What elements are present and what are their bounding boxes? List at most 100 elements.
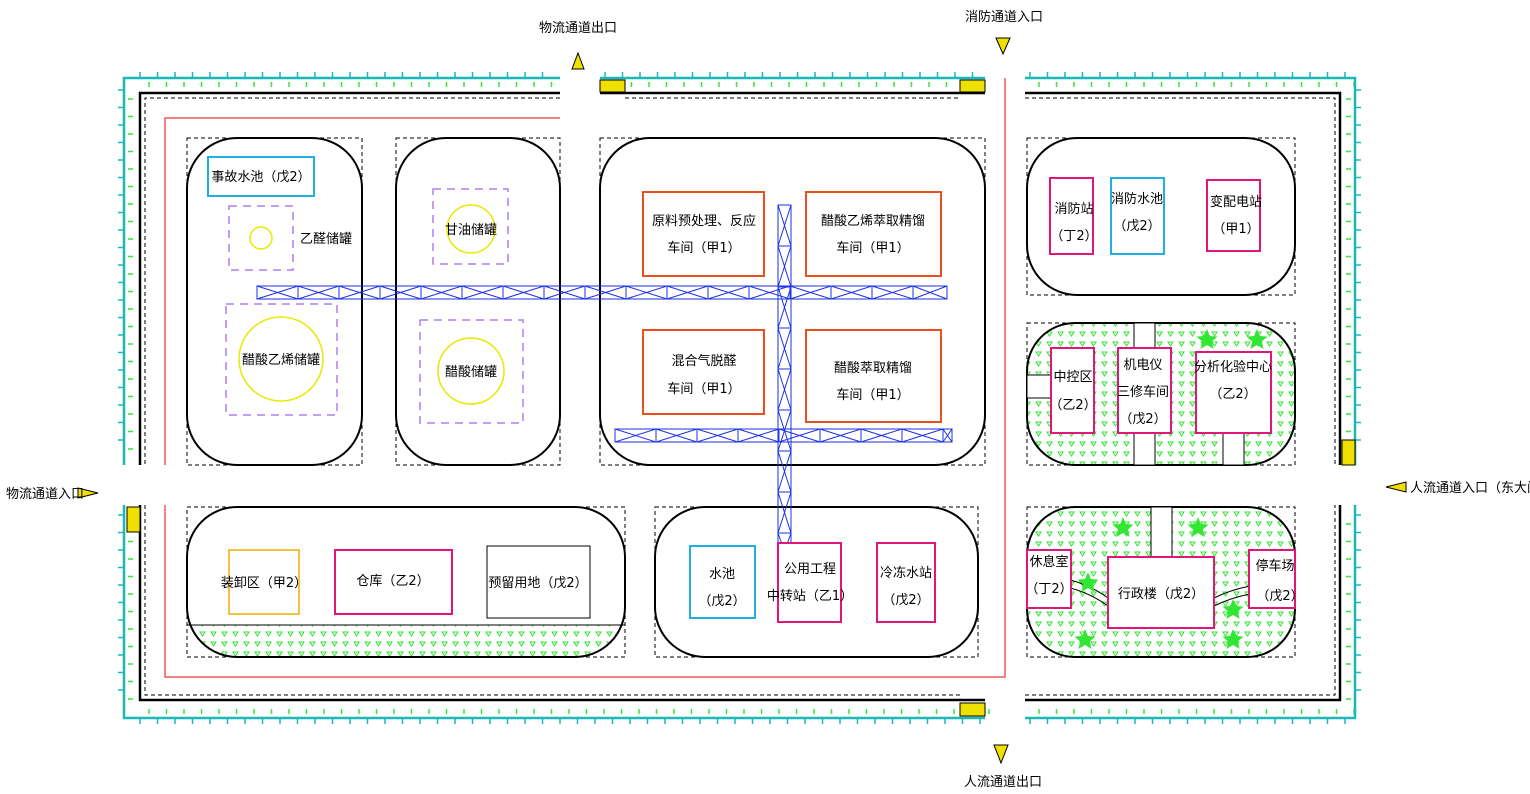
building-label: （戊2） xyxy=(698,594,745,609)
glycerol-tank-label: 甘油储罐 xyxy=(445,223,497,238)
building-label: 冷冻水站 xyxy=(880,565,932,581)
pipe-rack-truss xyxy=(625,285,668,300)
people-entrance-label: 人流通道入口（东大门） xyxy=(1410,481,1530,496)
building-label: （丁2） xyxy=(1025,582,1072,597)
pipe-rack-truss xyxy=(777,368,792,411)
fire-station: 消防站 （丁2） xyxy=(1049,177,1098,255)
building-label: 停车场 xyxy=(1255,558,1294,574)
gate xyxy=(959,702,986,717)
pipe-rack-truss xyxy=(256,285,299,300)
pipe-rack-truss xyxy=(777,491,792,534)
chilled-water-station: 冷冻水站 （戊2） xyxy=(876,542,936,623)
tree-icon xyxy=(1112,517,1134,537)
arrow-down-icon xyxy=(993,744,1009,765)
building-label: 醋酸萃取精馏 xyxy=(834,360,912,376)
fire-entrance-label: 消防通道入口 xyxy=(965,9,1043,25)
gate xyxy=(959,79,986,93)
building-label: 中转站（乙1） xyxy=(767,589,853,604)
building-label: 消防水池 xyxy=(1111,191,1163,207)
pipe-rack-truss xyxy=(871,285,914,300)
repair-workshop: 机电仪 三修车间 （戊2） xyxy=(1117,347,1172,434)
central-control: 中控区 （乙2） xyxy=(1049,347,1097,434)
pipe-rack-truss xyxy=(696,428,739,443)
pipe-rack-truss xyxy=(860,428,903,443)
building-label: 车间（甲1） xyxy=(836,387,909,403)
tree-icon xyxy=(1246,329,1268,349)
pipe-rack-truss xyxy=(655,428,698,443)
acetic-acid-tank xyxy=(437,337,505,405)
building-label: 休息室 xyxy=(1029,554,1068,570)
tree-icon xyxy=(1222,599,1244,619)
tank-dike xyxy=(432,188,509,265)
tree-icon xyxy=(1187,517,1209,537)
utility-block xyxy=(654,506,979,658)
pipe-rack-truss xyxy=(461,285,504,300)
loading-area: 装卸区（甲2） xyxy=(221,549,307,615)
building-label: 装卸区（甲2） xyxy=(221,575,307,591)
building-label: 预留用地（戊2） xyxy=(488,576,587,591)
pipe-rack-truss xyxy=(707,285,750,300)
tank-dike xyxy=(228,205,294,271)
va-extraction-workshop: 醋酸乙烯萃取精馏 车间（甲1） xyxy=(805,191,942,277)
building-label: 分析化验中心 xyxy=(1194,359,1272,375)
vinyl-acetate-tank-label: 醋酸乙烯储罐 xyxy=(242,352,320,368)
building-label: （戊2） xyxy=(1113,219,1160,234)
logistics-exit-label: 物流通道出口 xyxy=(539,21,617,36)
pipe-rack-truss xyxy=(777,245,792,288)
entrance-markers xyxy=(77,37,1407,765)
arrow-left-icon xyxy=(1385,481,1407,493)
building-label: 水池 xyxy=(709,567,735,582)
pipe-rack-truss xyxy=(778,428,821,443)
building-label: 行政楼（戊2） xyxy=(1118,587,1204,602)
water-pool: 水池 （戊2） xyxy=(689,545,756,619)
acetic-acid-tank-label: 醋酸储罐 xyxy=(445,364,497,380)
building-label: 仓库（乙2） xyxy=(356,573,429,589)
pipe-rack-truss xyxy=(777,409,792,452)
reserved-land: 预留用地（戊2） xyxy=(486,545,591,619)
pipe-rack-truss xyxy=(338,285,381,300)
pipe-rack xyxy=(777,204,792,571)
raw-material-workshop: 原料预处理、反应 车间（甲1） xyxy=(642,191,765,277)
building-label: 车间（甲1） xyxy=(836,240,909,256)
parking-lot: 停车场 （戊2） xyxy=(1248,549,1304,609)
building-label: （乙2） xyxy=(1049,398,1096,413)
tank-block-b xyxy=(395,137,561,466)
vinyl-acetate-tank xyxy=(238,316,324,402)
process-block xyxy=(599,137,986,466)
pipe-rack-truss xyxy=(819,428,862,443)
pipe-rack-truss xyxy=(584,285,627,300)
acetaldehyde-tank-label: 乙醛储罐 xyxy=(300,231,352,247)
gate xyxy=(1341,439,1356,466)
tree-icon xyxy=(1077,572,1099,592)
pipe-rack-truss xyxy=(297,285,340,300)
arrow-right-icon xyxy=(77,487,99,499)
enclosure-wall xyxy=(138,91,1342,702)
pipe-rack-truss xyxy=(942,428,953,443)
pipe-rack-truss xyxy=(789,285,832,300)
inner-wall-line xyxy=(144,97,1336,696)
pipe-rack-truss xyxy=(777,450,792,493)
building-label: 三修车间 xyxy=(1117,384,1169,400)
building-label: 公用工程 xyxy=(784,562,836,577)
arrow-up-icon xyxy=(571,51,585,70)
tank-dike xyxy=(419,319,524,424)
tree-icon xyxy=(1222,629,1244,649)
building-label: 中控区 xyxy=(1053,370,1092,385)
building-label: （戊2） xyxy=(882,593,929,608)
rest-room: 休息室 （丁2） xyxy=(1025,549,1073,609)
building-label: 醋酸乙烯萃取精馏 xyxy=(821,213,925,229)
building-label: 原料预处理、反应 xyxy=(652,213,756,229)
pipe-rack-truss xyxy=(777,204,792,247)
tree-icon xyxy=(1074,629,1096,649)
aa-extraction-workshop: 醋酸萃取精馏 车间（甲1） xyxy=(805,329,942,423)
fire-water-pool: 消防水池 （戊2） xyxy=(1110,177,1165,255)
pipe-rack-truss xyxy=(502,285,545,300)
building-label: 车间（甲1） xyxy=(667,381,740,397)
pipe-rack-truss xyxy=(830,285,873,300)
utility-station: 公用工程 中转站（乙1） xyxy=(767,542,853,623)
fire-block xyxy=(1026,137,1296,296)
pipe-rack-truss xyxy=(379,285,422,300)
gate xyxy=(599,79,626,93)
storage-block xyxy=(186,506,626,658)
building-label: 消防站 xyxy=(1054,201,1093,217)
